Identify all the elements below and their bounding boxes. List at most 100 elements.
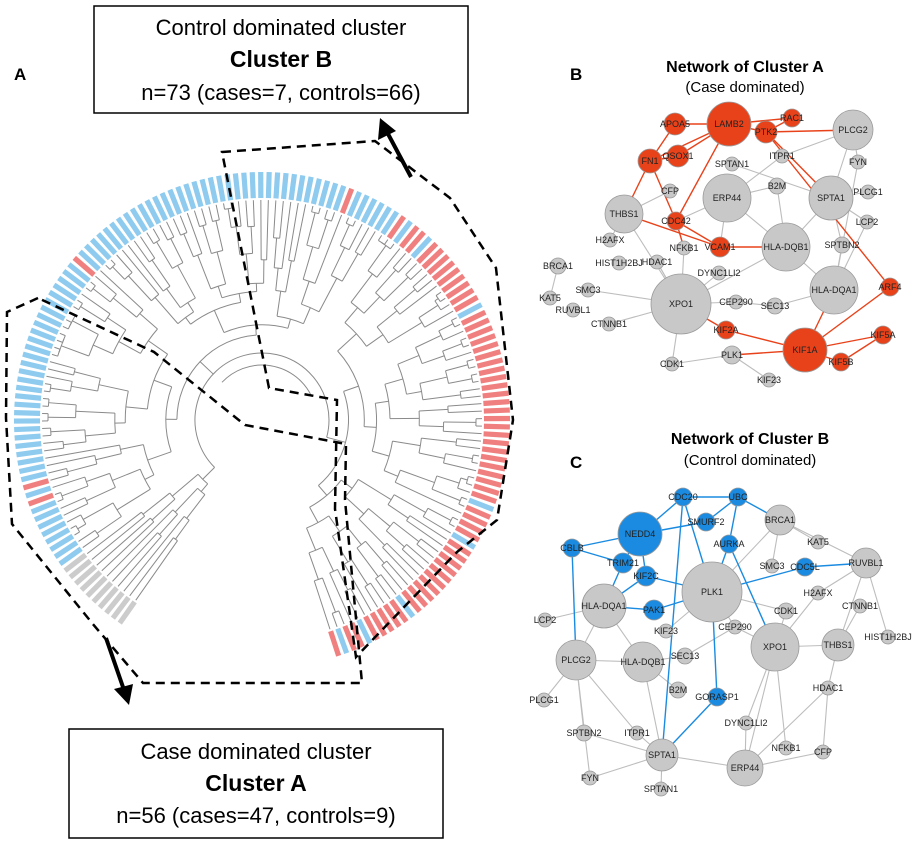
network-b-node: BRCA1 — [764, 504, 796, 536]
dendrogram-leaf — [457, 302, 483, 320]
dendrogram-leaf — [207, 176, 219, 204]
svg-text:CTNNB1: CTNNB1 — [842, 601, 878, 611]
svg-text:CDK1: CDK1 — [774, 606, 798, 616]
network-a-node: H2AFX — [595, 232, 625, 248]
svg-text:KAT5: KAT5 — [539, 293, 561, 303]
svg-text:XPO1: XPO1 — [763, 642, 787, 652]
dendrogram-leaf — [426, 253, 450, 276]
dendrogram-leaf — [349, 621, 365, 648]
network-a-node: ITPR1 — [769, 148, 795, 164]
dendrogram-leaf — [483, 423, 510, 430]
network-a-node: HDAC1 — [642, 254, 673, 270]
svg-text:BRCA1: BRCA1 — [543, 261, 573, 271]
dendrogram-leaf — [30, 499, 57, 515]
dendrogram-leaf — [332, 185, 347, 212]
dendrogram-leaf — [22, 351, 49, 364]
svg-text:LAMB2: LAMB2 — [714, 119, 744, 129]
network-b-node: TRIM21 — [607, 552, 639, 574]
dendrogram-leaf — [45, 527, 71, 545]
svg-text:PAK1: PAK1 — [643, 605, 665, 615]
svg-text:RUVBL1: RUVBL1 — [848, 558, 883, 568]
dendrogram-leaf — [20, 359, 47, 371]
network-b-node: KAT5 — [807, 534, 829, 550]
dendrogram-leaf — [33, 506, 60, 523]
dendrogram-leaf — [241, 172, 249, 199]
network-a-node: KAT5 — [539, 290, 561, 306]
dendrogram-leaf — [477, 468, 504, 480]
dendrogram-leaf — [159, 191, 175, 218]
svg-text:FN1: FN1 — [641, 156, 658, 166]
svg-text:CEP290: CEP290 — [718, 622, 752, 632]
network-b-node: HLA-DQA1 — [581, 583, 627, 629]
network-b-node: CDK1 — [774, 602, 798, 620]
dendrogram-leaf — [27, 335, 54, 350]
dendrogram-leaf — [346, 190, 362, 217]
dendrogram-leaf — [78, 249, 101, 272]
network-b-node: FYN — [581, 770, 599, 786]
network-b-node: AURKA — [713, 534, 745, 554]
case-box-line3: n=56 (cases=47, controls=9) — [116, 803, 395, 828]
svg-text:ITPR1: ITPR1 — [769, 151, 795, 161]
svg-text:APOA5: APOA5 — [660, 119, 690, 129]
network-a-node: CFP — [661, 183, 679, 199]
network-a-node: BRCA1 — [543, 257, 573, 275]
dendrogram-leaf — [18, 463, 46, 475]
dendrogram-leaf — [129, 207, 148, 233]
svg-text:KAT5: KAT5 — [807, 537, 829, 547]
dendrogram-leaf — [14, 425, 41, 433]
svg-text:PLCG1: PLCG1 — [529, 695, 559, 705]
dendrogram-leaf — [91, 581, 114, 604]
network-a-title: Network of Cluster A — [666, 59, 824, 76]
svg-text:HLA-DQB1: HLA-DQB1 — [620, 657, 665, 667]
dendrogram-leaf — [449, 287, 475, 306]
dendrogram-leaf — [431, 260, 456, 281]
svg-text:THBS1: THBS1 — [823, 640, 852, 650]
dendrogram-leaf — [63, 552, 88, 573]
svg-text:UBC: UBC — [728, 492, 748, 502]
svg-text:LCP2: LCP2 — [856, 217, 879, 227]
dendrogram-leaf — [85, 575, 108, 598]
svg-text:SPTA1: SPTA1 — [648, 750, 676, 760]
network-a-node: KIF5B — [828, 352, 854, 372]
dendrogram-leaf — [288, 173, 298, 201]
dendrogram-leaf — [421, 247, 445, 270]
svg-text:RUVBL1: RUVBL1 — [555, 305, 590, 315]
network-b-node: DYNC1LI2 — [724, 715, 768, 731]
dendrogram-leaf — [483, 398, 510, 407]
network-b-subtitle: (Control dominated) — [684, 452, 817, 469]
dendrogram-leaf — [27, 492, 55, 507]
network-a-node: KIF1A — [782, 327, 828, 373]
svg-text:SEC13: SEC13 — [671, 651, 700, 661]
network-b-node: CBLB — [560, 538, 584, 558]
dendrogram-leaf — [18, 368, 45, 379]
network-b-node: THBS1 — [821, 628, 855, 662]
svg-text:AURKA: AURKA — [713, 539, 744, 549]
dendrogram-leaf — [303, 176, 314, 203]
dendrogram-leaf — [369, 611, 388, 637]
svg-text:TRIM21: TRIM21 — [607, 558, 639, 568]
network-a-node: FN1 — [637, 148, 663, 174]
dendrogram-leaves — [13, 171, 511, 657]
svg-text:CTNNB1: CTNNB1 — [591, 319, 627, 329]
svg-text:CDK1: CDK1 — [660, 359, 684, 369]
network-a-node: PLCG2 — [832, 109, 874, 151]
dendrogram-leaf — [367, 201, 385, 228]
network-b-node: HIST1H2BJ — [864, 629, 912, 645]
dendrogram-leaf — [475, 476, 502, 488]
dendrogram-leaf — [49, 533, 75, 552]
network-a-node: CDC42 — [661, 211, 691, 231]
dendrogram-leaf — [40, 304, 66, 322]
svg-text:HLA-DQA1: HLA-DQA1 — [581, 601, 626, 611]
svg-text:KIF2C: KIF2C — [633, 571, 659, 581]
network-a-node: FYN — [849, 154, 867, 170]
dendrogram-leaf — [328, 630, 342, 657]
svg-text:HDAC1: HDAC1 — [642, 257, 673, 267]
network-a-node: APOA5 — [660, 112, 690, 136]
dendrogram-leaf — [480, 453, 508, 464]
svg-text:KIF5A: KIF5A — [870, 330, 895, 340]
svg-text:LCP2: LCP2 — [534, 615, 557, 625]
svg-text:PTK2: PTK2 — [755, 127, 778, 137]
dendrogram-leaf — [460, 309, 487, 326]
network-b-node: KIF2C — [633, 565, 659, 587]
svg-text:SPTAN1: SPTAN1 — [715, 159, 749, 169]
